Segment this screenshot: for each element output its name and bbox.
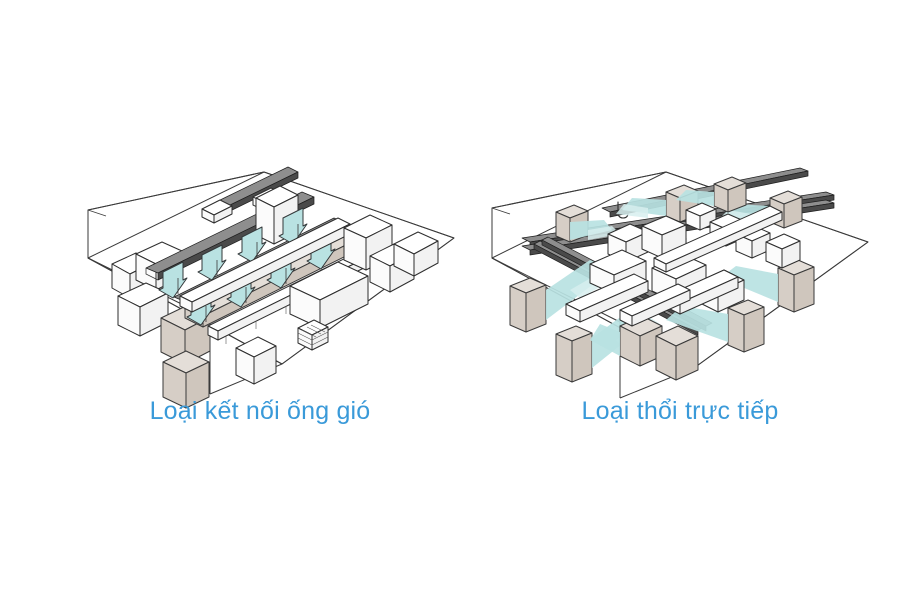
- duct-hangers: [177, 224, 299, 322]
- floor-box-front: [235, 336, 277, 385]
- airflow-arrows-set-a: [158, 207, 308, 299]
- conveyor-front-diagonal: [619, 283, 691, 327]
- caption-duct-connected-type: Loại kết nối ống gió: [149, 397, 371, 425]
- blower-unit-rear-far: [676, 176, 747, 213]
- floor-equipment-right-cluster: [343, 214, 439, 293]
- floor-machine-front-right: [289, 261, 369, 329]
- diagram-duct-connected-svg: [87, 166, 455, 409]
- pallet-grid-stack: [297, 319, 329, 351]
- conveyor-center-lower: [565, 273, 649, 323]
- blower-unit-rear-left: [555, 204, 620, 243]
- caption-direct-blow-type: Loại thổi trực tiếp: [581, 397, 779, 425]
- conveyor-line-a: [179, 217, 351, 313]
- vertical-supply-duct: [160, 305, 211, 409]
- figure-direct-blow-type: [470, 150, 890, 400]
- blower-unit-center-front-2: [655, 325, 699, 381]
- diagram-direct-blow-svg: [491, 167, 869, 399]
- figure-duct-connected-type: [50, 150, 470, 409]
- conveyor-right-upper: [653, 205, 783, 273]
- blower-unit-right-front: [666, 299, 765, 353]
